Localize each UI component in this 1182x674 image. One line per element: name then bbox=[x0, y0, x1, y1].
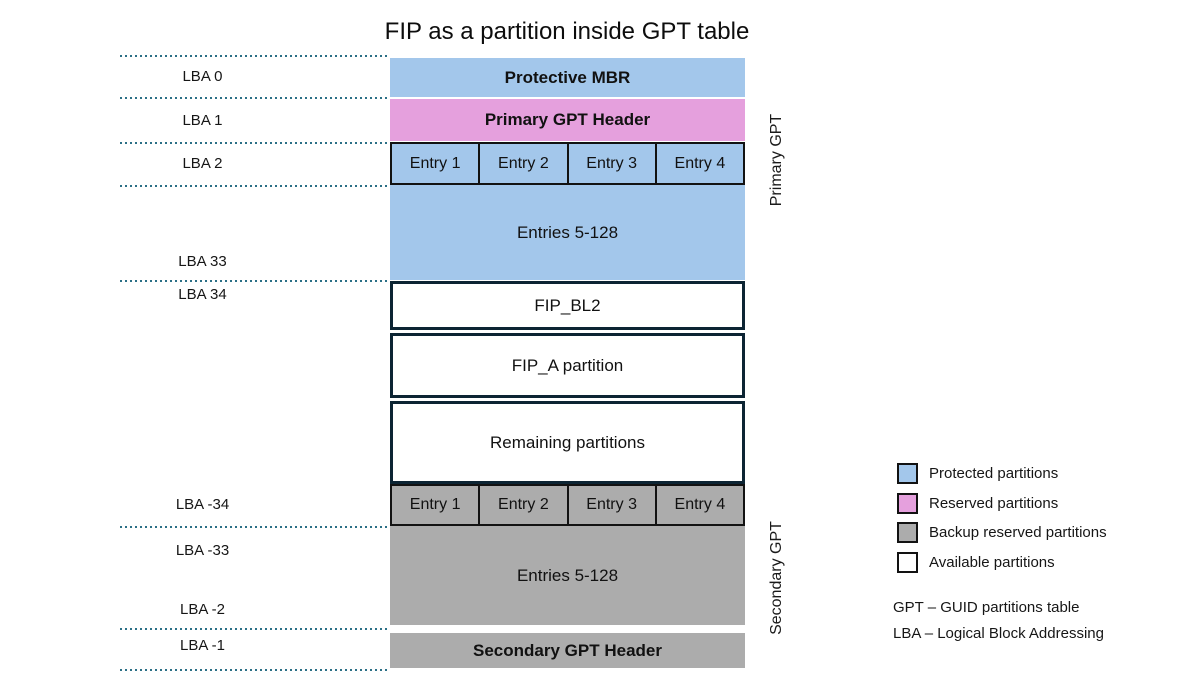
legend-item-protected: Protected partitions bbox=[897, 463, 1058, 484]
lba-boundary-line bbox=[120, 669, 390, 671]
lba-label-34: LBA 34 bbox=[178, 286, 227, 303]
secondary-entry-3: Entry 3 bbox=[566, 486, 655, 524]
secondary-entry-2: Entry 2 bbox=[478, 486, 566, 524]
side-label-secondary-gpt: Secondary GPT bbox=[768, 521, 785, 635]
lba-label-neg33: LBA -33 bbox=[175, 542, 230, 559]
primary-entry-row: Entry 1 Entry 2 Entry 3 Entry 4 bbox=[390, 142, 745, 185]
lba-label-neg2: LBA -2 bbox=[179, 601, 226, 618]
secondary-entry-4: Entry 4 bbox=[654, 486, 743, 524]
legend-label-protected: Protected partitions bbox=[929, 465, 1059, 482]
block-fip-a: FIP_A partition bbox=[390, 333, 745, 398]
lba-boundary-line bbox=[120, 97, 390, 99]
block-remaining-partitions: Remaining partitions bbox=[390, 401, 745, 484]
primary-entry-3: Entry 3 bbox=[566, 144, 655, 183]
lba-label-0: LBA 0 bbox=[182, 68, 223, 85]
primary-entry-4: Entry 4 bbox=[654, 144, 743, 183]
legend-swatch-protected bbox=[897, 463, 918, 484]
lba-boundary-line bbox=[120, 526, 390, 528]
abbreviation-lba: LBA – Logical Block Addressing bbox=[893, 625, 1104, 642]
legend-label-available: Available partitions bbox=[929, 554, 1055, 571]
lba-boundary-line bbox=[120, 628, 390, 630]
block-primary-entries-5-128: Entries 5-128 bbox=[390, 185, 745, 280]
legend-swatch-reserved bbox=[897, 493, 918, 514]
legend-item-reserved: Reserved partitions bbox=[897, 493, 1058, 514]
lba-label-neg34: LBA -34 bbox=[175, 496, 230, 513]
lba-boundary-line bbox=[120, 55, 390, 57]
legend-swatch-available bbox=[897, 552, 918, 573]
primary-entry-2: Entry 2 bbox=[478, 144, 566, 183]
abbreviation-gpt: GPT – GUID partitions table bbox=[893, 599, 1080, 616]
block-fip-bl2: FIP_BL2 bbox=[390, 281, 745, 330]
block-primary-gpt-header: Primary GPT Header bbox=[390, 99, 745, 141]
block-secondary-gpt-header: Secondary GPT Header bbox=[390, 633, 745, 668]
legend-label-reserved: Reserved partitions bbox=[929, 495, 1059, 512]
lba-boundary-line bbox=[120, 142, 390, 144]
side-label-primary-gpt: Primary GPT bbox=[768, 113, 785, 207]
legend-label-backup: Backup reserved partitions bbox=[929, 524, 1107, 541]
block-secondary-entries-5-128: Entries 5-128 bbox=[390, 526, 745, 625]
lba-boundary-line bbox=[120, 280, 390, 282]
block-protective-mbr: Protective MBR bbox=[390, 58, 745, 97]
page-title: FIP as a partition inside GPT table bbox=[384, 18, 750, 45]
legend-swatch-backup bbox=[897, 522, 918, 543]
secondary-entry-row: Entry 1 Entry 2 Entry 3 Entry 4 bbox=[390, 484, 745, 526]
lba-label-33: LBA 33 bbox=[178, 253, 227, 270]
legend-item-backup: Backup reserved partitions bbox=[897, 522, 1107, 543]
lba-label-1: LBA 1 bbox=[182, 112, 223, 129]
legend-item-available: Available partitions bbox=[897, 552, 1055, 573]
primary-entry-1: Entry 1 bbox=[409, 154, 461, 172]
lba-boundary-line bbox=[120, 185, 390, 187]
lba-label-2: LBA 2 bbox=[182, 155, 223, 172]
lba-label-neg1: LBA -1 bbox=[179, 637, 226, 654]
secondary-entry-1: Entry 1 bbox=[409, 496, 461, 513]
